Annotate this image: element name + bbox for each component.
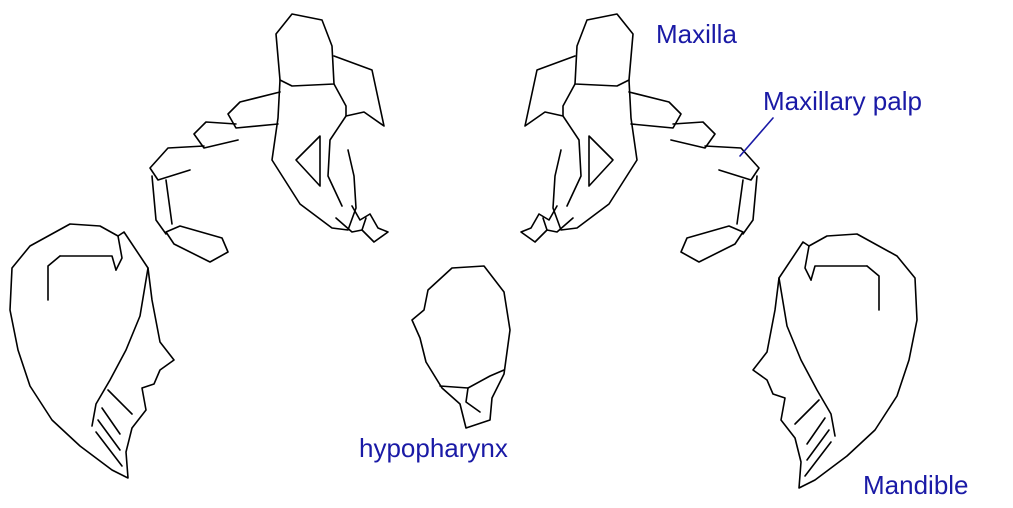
label-mandible: Mandible [863, 472, 969, 498]
hypopharynx [412, 266, 510, 428]
label-maxilla: Maxilla [656, 21, 737, 47]
maxilla-left [272, 14, 388, 242]
label-maxillary-palp: Maxillary palp [763, 88, 922, 114]
maxillary-palp-right [629, 92, 759, 262]
mandible-left [10, 224, 174, 478]
maxilla-right [521, 14, 637, 242]
label-hypopharynx: hypopharynx [359, 435, 508, 461]
mandible-right [753, 234, 917, 488]
maxillary-palp-leader [740, 118, 773, 156]
maxillary-palp-left [150, 92, 280, 262]
